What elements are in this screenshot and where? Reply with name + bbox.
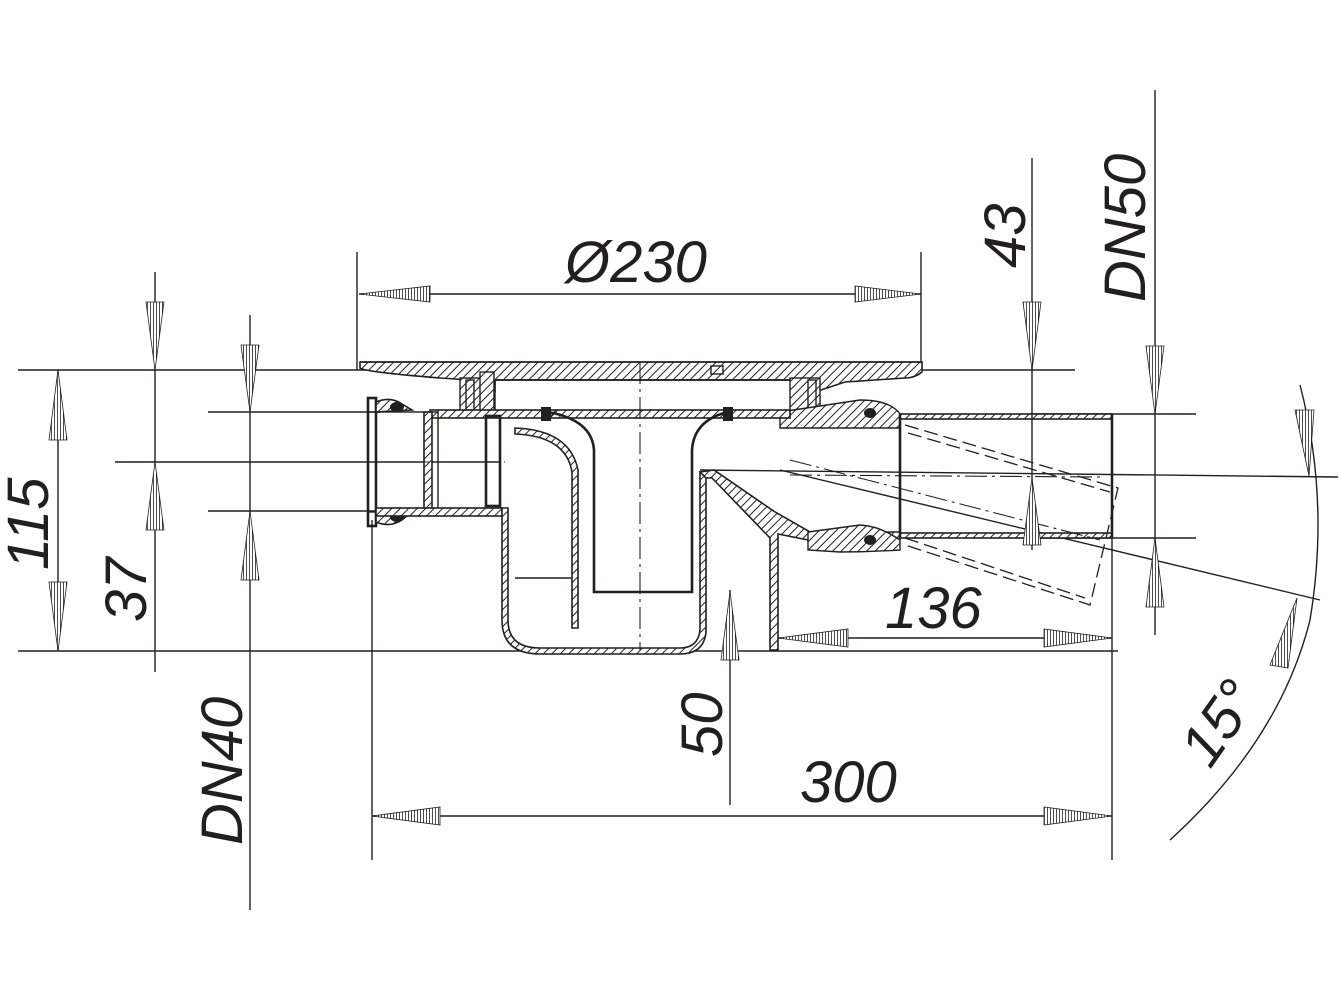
dim-total-length: 300: [800, 750, 897, 815]
dim-total-height: 115: [0, 477, 61, 570]
dimension-labels: Ø230 115 37 DN40 43 DN50 136 50 300 15°: [0, 154, 1271, 845]
dim-outlet-nominal: DN50: [1093, 154, 1158, 302]
dim-inlet-center-height: 37: [94, 555, 159, 622]
drain-body: [359, 361, 1119, 655]
dim-water-seal: 50: [670, 692, 735, 757]
dim-flange-diameter: Ø230: [563, 230, 707, 295]
dimension-lines: [48, 90, 1319, 910]
dim-inlet-nominal: DN40: [190, 697, 255, 845]
dim-outlet-angle: 15°: [1167, 668, 1271, 777]
dim-outlet-offset: 43: [973, 203, 1038, 268]
dim-outlet-length: 136: [885, 576, 983, 641]
